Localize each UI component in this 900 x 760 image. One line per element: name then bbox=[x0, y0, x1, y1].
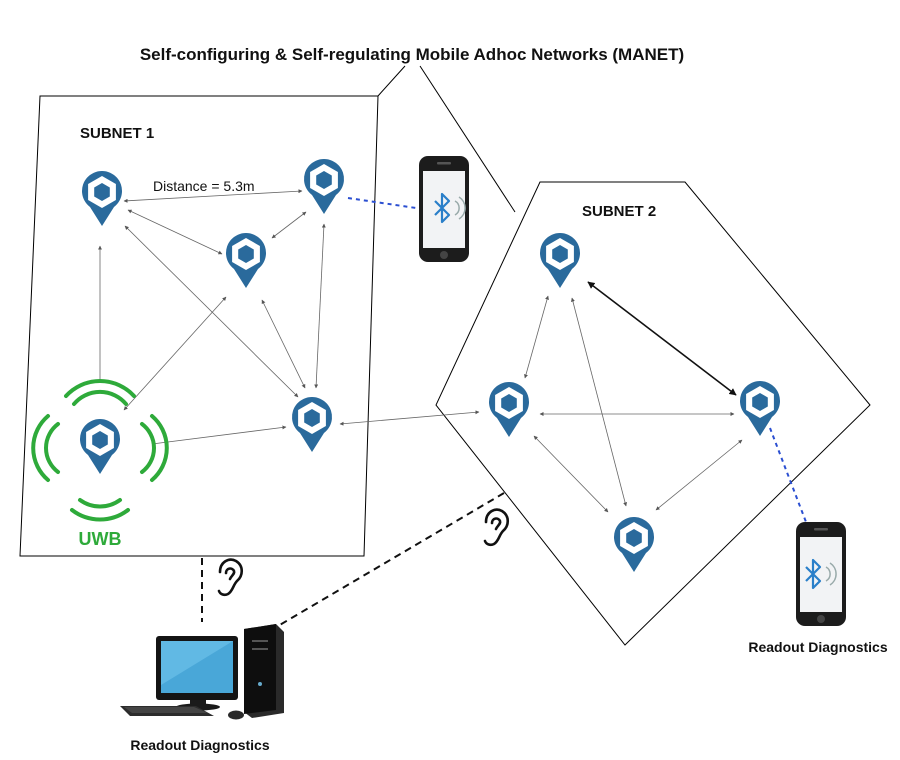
link-e-f bbox=[339, 410, 480, 426]
bluetooth-link-subnet-1 bbox=[347, 197, 417, 209]
link-g-f bbox=[524, 295, 549, 379]
diagram-title: Self-configuring & Self-regulating Mobil… bbox=[140, 45, 684, 64]
link-a-b bbox=[123, 189, 303, 203]
link-g-i bbox=[570, 297, 628, 507]
location-pin-node-icon bbox=[740, 381, 780, 436]
uwb-signal-icon bbox=[31, 378, 169, 522]
link-a-e bbox=[124, 225, 299, 398]
location-pin-node-icon bbox=[304, 159, 344, 214]
location-pin-node-icon bbox=[82, 171, 123, 226]
subnet-2-label: SUBNET 2 bbox=[582, 203, 656, 220]
title-connector-right bbox=[419, 65, 516, 213]
link-h-i bbox=[655, 439, 743, 511]
title-connector-left bbox=[377, 65, 406, 97]
computer-link-subnet-2 bbox=[277, 492, 505, 627]
link-d-e bbox=[151, 425, 287, 445]
location-pin-node-icon bbox=[292, 397, 332, 452]
subnet-2-links bbox=[524, 281, 743, 513]
location-pin-node-icon bbox=[540, 233, 580, 288]
subnet-2-boundary bbox=[435, 181, 871, 646]
subnet-1-boundary bbox=[19, 95, 379, 557]
subnet-1-links bbox=[98, 189, 326, 445]
smartphone-icon bbox=[419, 156, 469, 262]
computer-readout-label: Readout Diagnostics bbox=[130, 737, 269, 753]
location-pin-node-icon bbox=[489, 382, 529, 437]
ear-icon bbox=[217, 558, 244, 597]
link-b-c bbox=[271, 211, 307, 239]
location-pin-node-icon bbox=[80, 419, 121, 474]
link-f-i bbox=[533, 435, 609, 513]
bluetooth-icon bbox=[434, 192, 451, 224]
phone-readout-label: Readout Diagnostics bbox=[748, 639, 887, 655]
desktop-computer-icon bbox=[120, 624, 284, 720]
location-pin-node-icon bbox=[614, 517, 654, 572]
link-b-e bbox=[314, 223, 326, 389]
ear-icon bbox=[483, 508, 510, 547]
bluetooth-link-subnet-2 bbox=[769, 427, 807, 523]
link-g-h bbox=[587, 281, 737, 396]
link-d-c bbox=[123, 296, 227, 411]
bluetooth-icon bbox=[805, 558, 822, 590]
distance-label: Distance = 5.3m bbox=[153, 178, 255, 194]
link-c-e bbox=[261, 299, 306, 389]
smartphone-icon bbox=[796, 522, 846, 626]
link-a-c bbox=[127, 209, 223, 255]
subnet-1-label: SUBNET 1 bbox=[80, 125, 154, 142]
uwb-label: UWB bbox=[79, 529, 122, 549]
location-pin-node-icon bbox=[226, 233, 266, 288]
